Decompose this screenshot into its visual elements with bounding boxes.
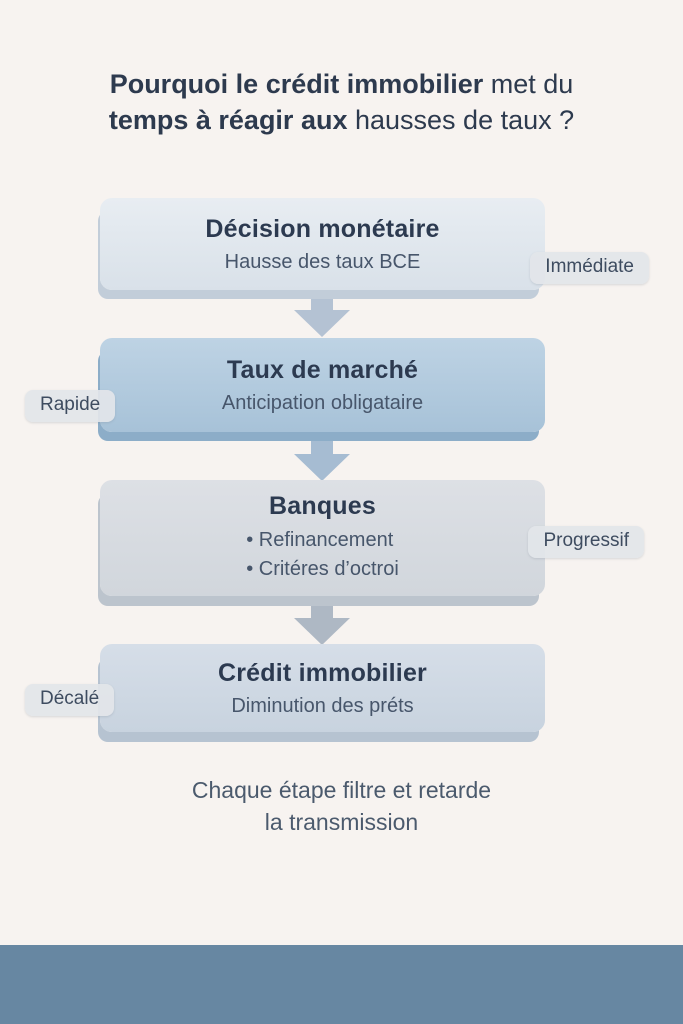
step-subtext: Hausse des taux BCE: [224, 250, 421, 273]
down-arrow-icon: [294, 436, 350, 481]
down-arrow-icon: [294, 600, 350, 645]
step-subtext: Diminution des préts: [231, 694, 414, 717]
page-title-line-2: temps à réagir aux hausses de taux ?: [0, 102, 683, 138]
timing-tag-decale: Décalé: [25, 684, 115, 716]
step-bullet: • Refinancement: [246, 529, 394, 551]
title-regular-segment: met du: [483, 69, 574, 99]
step-subtext: Anticipation obligataire: [221, 391, 424, 414]
flow-step-credit-immobilier: Crédit immobilier Diminution des préts: [100, 644, 545, 732]
title-bold-segment: Pourquoi le crédit immobilier: [109, 69, 484, 99]
step-heading: Taux de marché: [226, 355, 419, 384]
title-semibold-segment: aux: [293, 105, 348, 135]
title-bold-segment: temps à réagir: [108, 105, 294, 135]
footer-note: Chaque étape filtre et retarde la transm…: [0, 774, 683, 838]
bottom-accent-band: [0, 945, 683, 1024]
timing-tag-immediate: Immédiate: [530, 252, 649, 284]
step-heading: Décision monétaire: [205, 214, 440, 243]
timing-tag-rapide: Rapide: [25, 390, 116, 422]
down-arrow-icon: [294, 292, 350, 337]
flow-step-decision-monetaire: Décision monétaire Hausse des taux BCE: [100, 198, 545, 290]
footer-note-line-2: la transmission: [264, 809, 419, 835]
step-heading: Banques: [269, 492, 376, 520]
footer-note-line-1: Chaque étape filtre et retarde: [191, 777, 492, 803]
timing-tag-progressif: Progressif: [528, 526, 644, 558]
page-title-line-1: Pourquoi le crédit immobilier met du: [0, 66, 683, 102]
page-title: Pourquoi le crédit immobilier met du tem…: [0, 66, 683, 138]
title-regular-segment: hausses de taux ?: [347, 105, 575, 135]
step-heading: Crédit immobilier: [218, 658, 427, 687]
step-bullet-list: • Refinancement • Critéres d’octroi: [246, 526, 399, 584]
flow-step-banques: Banques • Refinancement • Critéres d’oct…: [100, 480, 545, 596]
step-bullet: • Critéres d’octroi: [246, 558, 399, 580]
flow-step-taux-de-marche: Taux de marché Anticipation obligataire: [100, 338, 545, 432]
